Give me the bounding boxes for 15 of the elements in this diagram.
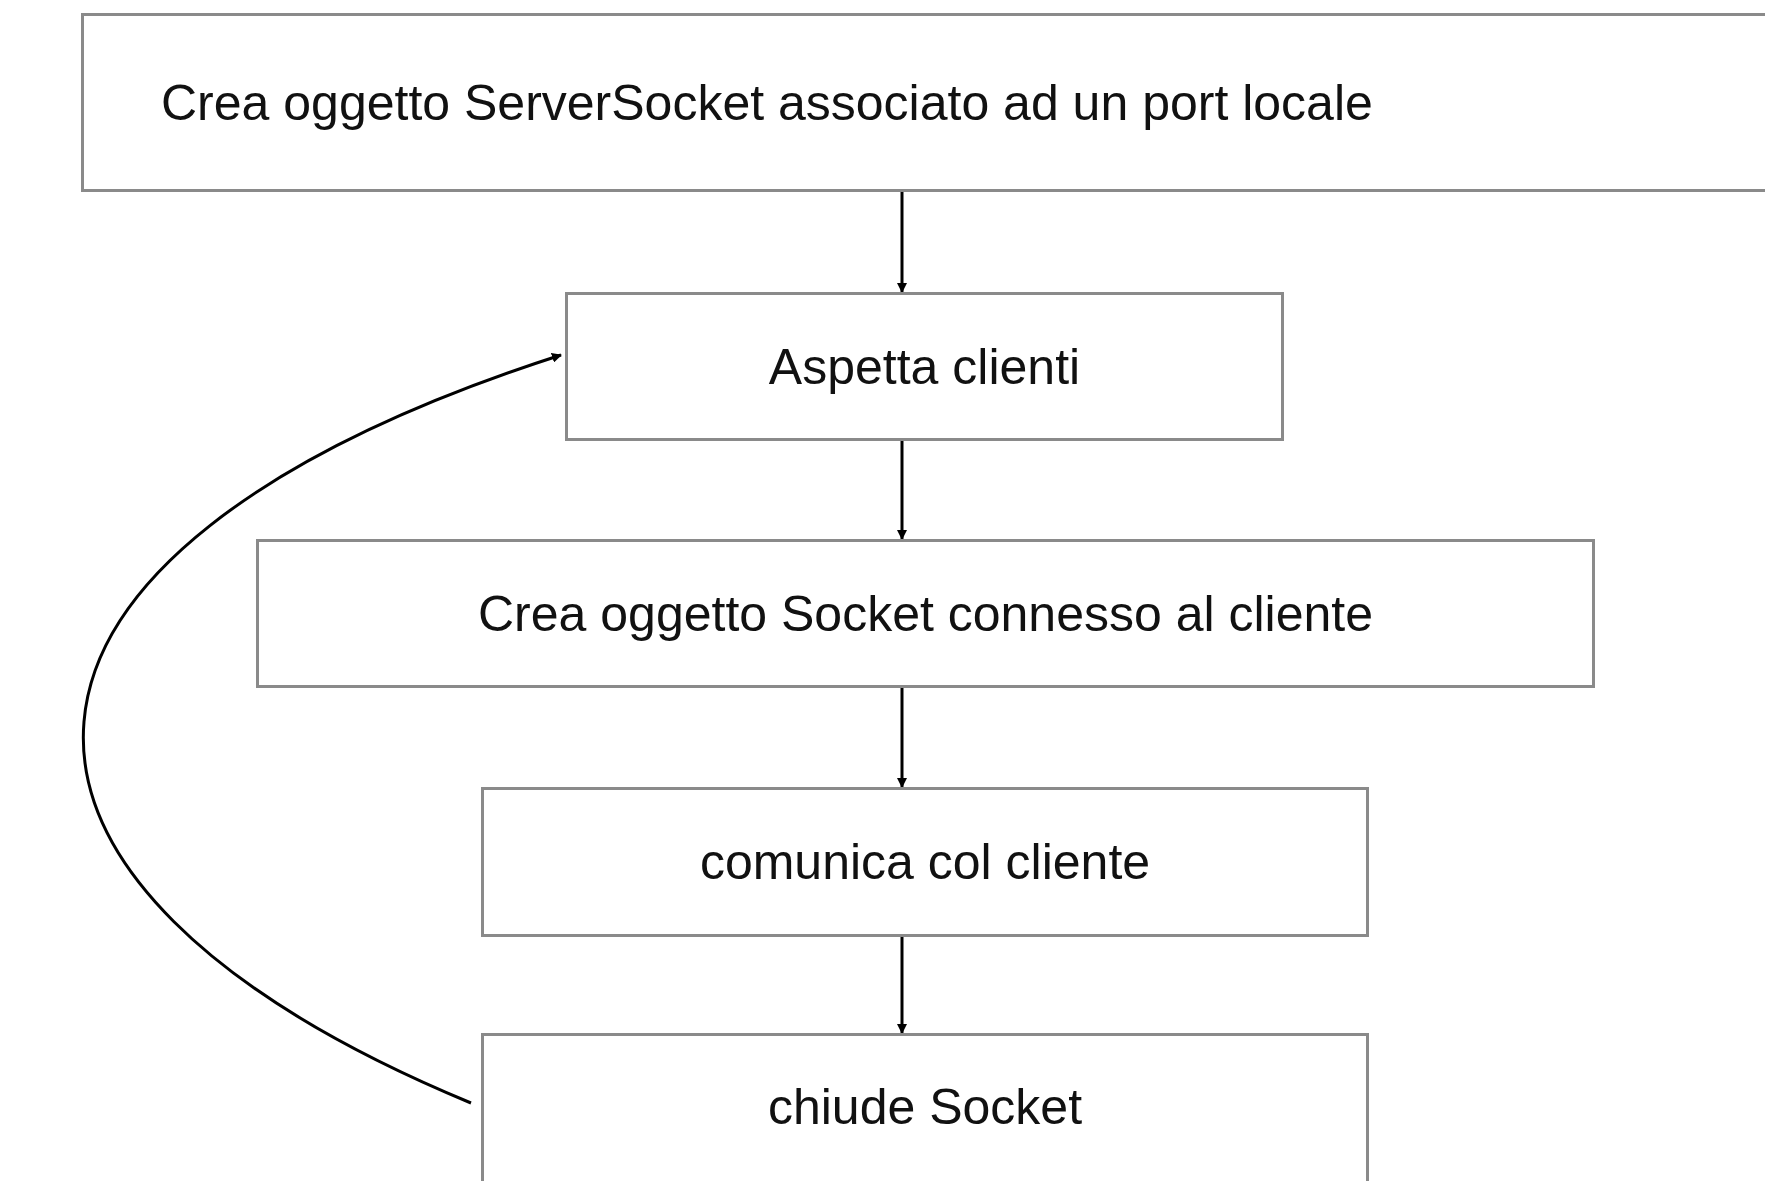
arrow [897, 441, 907, 540]
box-text: Crea oggetto Socket connesso al cliente [478, 584, 1373, 643]
process-box [565, 292, 1284, 441]
box-text: chiude Socket [767, 1078, 1083, 1136]
box-text: Aspetta clienti [768, 337, 1081, 396]
box-text: Crea oggetto ServerSocket associato ad un port locale [161, 73, 1373, 132]
arrow [897, 192, 907, 293]
arrow [897, 937, 907, 1034]
arrow [82, 353, 562, 1105]
process-box [81, 13, 1765, 192]
process-box [481, 1033, 1369, 1181]
box-text: comunica col cliente [699, 833, 1151, 891]
arrow [897, 688, 907, 788]
process-box [256, 539, 1595, 688]
process-box [481, 787, 1369, 937]
